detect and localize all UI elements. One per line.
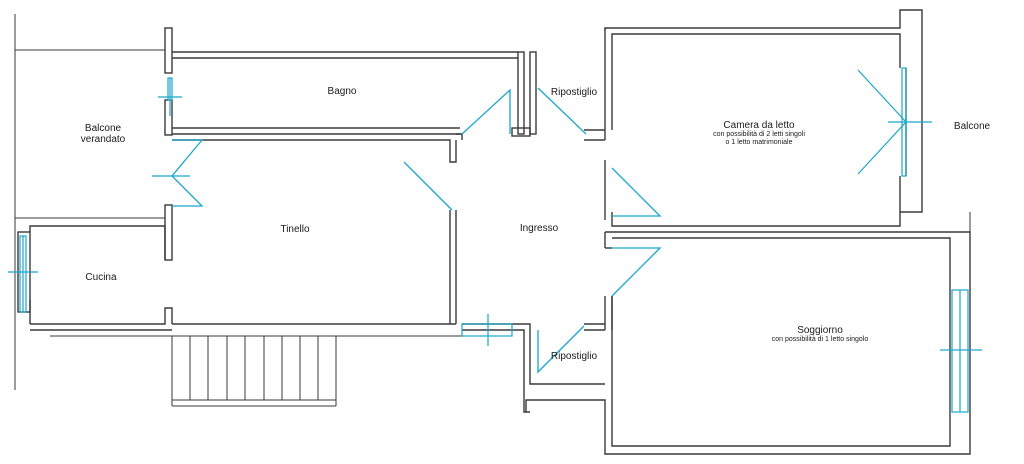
exterior-walls [14,14,165,390]
room-label-balcone-verandato: Balcone verandato [80,123,126,145]
windows [8,67,982,413]
soggiorno-note: con possibilità di 1 letto singolo [771,336,869,343]
room-label-soggiorno: Soggiorno con possibilità di 1 letto sin… [771,325,869,343]
room-label-bagno: Bagno [327,86,357,97]
room-label-ripostiglio-bottom: Ripostiglio [550,351,598,362]
room-label-camera: Camera da letto con possibilità di 2 let… [713,120,805,146]
room-label-tinello: Tinello [280,224,310,235]
camera-note-2: o 1 letto matrimoniale [725,139,793,146]
room-label-ingresso: Ingresso [519,223,559,234]
tinello-walls [30,133,463,331]
balcone-verandato-walls [164,27,173,261]
camera-note-1: con possibilità di 2 letti singoli [713,131,805,138]
room-label-ripostiglio-top: Ripostiglio [550,87,598,98]
camera-walls [584,9,923,227]
bagno-walls [172,51,537,137]
soggiorno-walls [525,212,971,455]
room-label-cucina: Cucina [85,272,117,283]
ripostiglio-bottom-walls [462,323,605,413]
room-label-balcone: Balcone [953,121,991,132]
stairs [50,335,462,407]
